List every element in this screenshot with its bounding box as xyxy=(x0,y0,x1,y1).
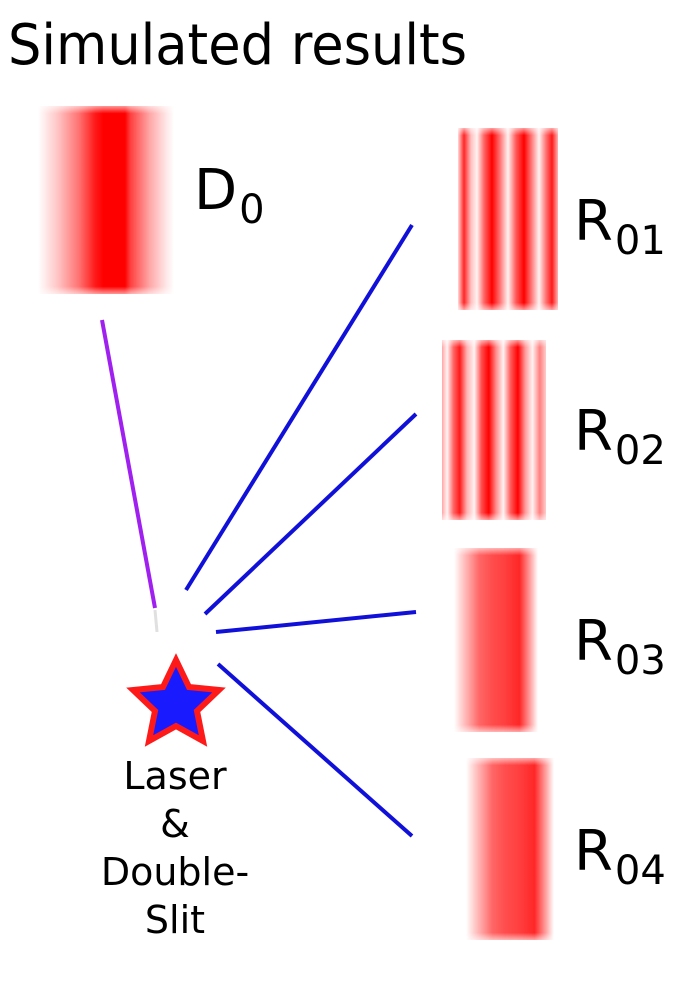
d0-pattern xyxy=(38,106,174,294)
r04-pattern xyxy=(466,758,554,940)
beam-to-r01 xyxy=(184,223,414,592)
star-icon xyxy=(126,653,226,747)
beam-to-r03 xyxy=(215,610,417,634)
label-d0: D0 xyxy=(194,158,265,233)
source-label: Laser & Double- Slit xyxy=(55,752,295,944)
source-label-line: Laser xyxy=(123,754,227,798)
beam-to-r04 xyxy=(216,662,414,838)
source-label-line: Slit xyxy=(144,898,206,942)
beam-to-r02 xyxy=(203,412,418,616)
label-r04: R04 xyxy=(574,819,666,894)
source-label-line: & xyxy=(160,802,190,846)
beam-to-d0 xyxy=(100,319,157,609)
label-r03: R03 xyxy=(574,609,666,684)
label-r01: R01 xyxy=(574,189,666,264)
r03-pattern xyxy=(454,548,538,732)
diagram-title: Simulated results xyxy=(8,13,468,78)
r01-pattern xyxy=(458,128,558,310)
beam-to-d0-fade xyxy=(153,609,159,633)
r02-pattern xyxy=(442,340,546,520)
label-r02: R02 xyxy=(574,399,666,474)
source-label-line: Double- xyxy=(100,850,250,894)
